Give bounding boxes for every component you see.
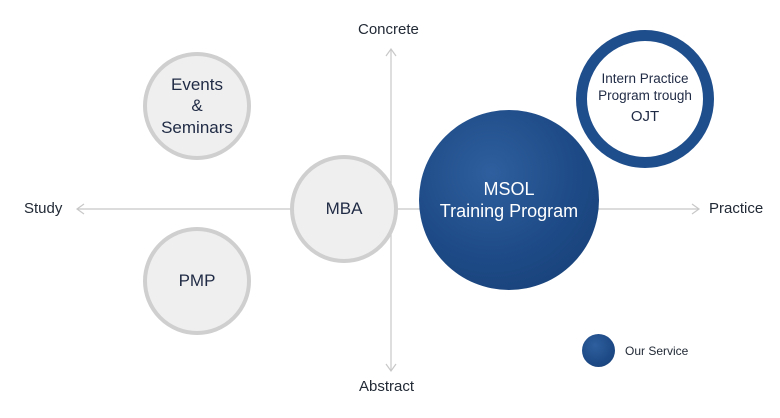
node-intern-line-1: Intern Practice bbox=[601, 71, 689, 87]
legend-service-label: Our Service bbox=[625, 344, 689, 358]
node-intern-practice-ojt: Intern Practice Program trough OJT bbox=[576, 30, 714, 168]
node-pmp: PMP bbox=[143, 227, 251, 335]
right-arrowhead bbox=[691, 203, 701, 215]
node-mba: MBA bbox=[290, 155, 398, 263]
node-mba-label: MBA bbox=[325, 199, 363, 219]
legend-service-swatch bbox=[582, 334, 615, 367]
node-msol-training-program: MSOL Training Program bbox=[419, 110, 599, 290]
node-pmp-label: PMP bbox=[178, 271, 216, 291]
bottom-arrowhead bbox=[385, 363, 397, 373]
node-events-line-2: & bbox=[191, 96, 203, 116]
axis-label-practice: Practice bbox=[709, 200, 764, 217]
node-intern-line-2: Program trough bbox=[598, 88, 692, 104]
node-msol-line-1: MSOL bbox=[483, 178, 535, 199]
top-arrowhead bbox=[385, 47, 397, 57]
axis-label-abstract: Abstract bbox=[359, 378, 415, 395]
node-events-line-1: Events bbox=[171, 75, 223, 95]
axis-label-concrete: Concrete bbox=[358, 21, 419, 38]
left-arrowhead bbox=[75, 203, 85, 215]
node-events-line-3: Seminars bbox=[161, 117, 233, 137]
node-events-seminars: Events & Seminars bbox=[143, 52, 251, 160]
axis-label-study: Study bbox=[24, 200, 63, 217]
node-intern-line-3: OJT bbox=[630, 108, 660, 125]
node-msol-line-2: Training Program bbox=[439, 201, 579, 221]
